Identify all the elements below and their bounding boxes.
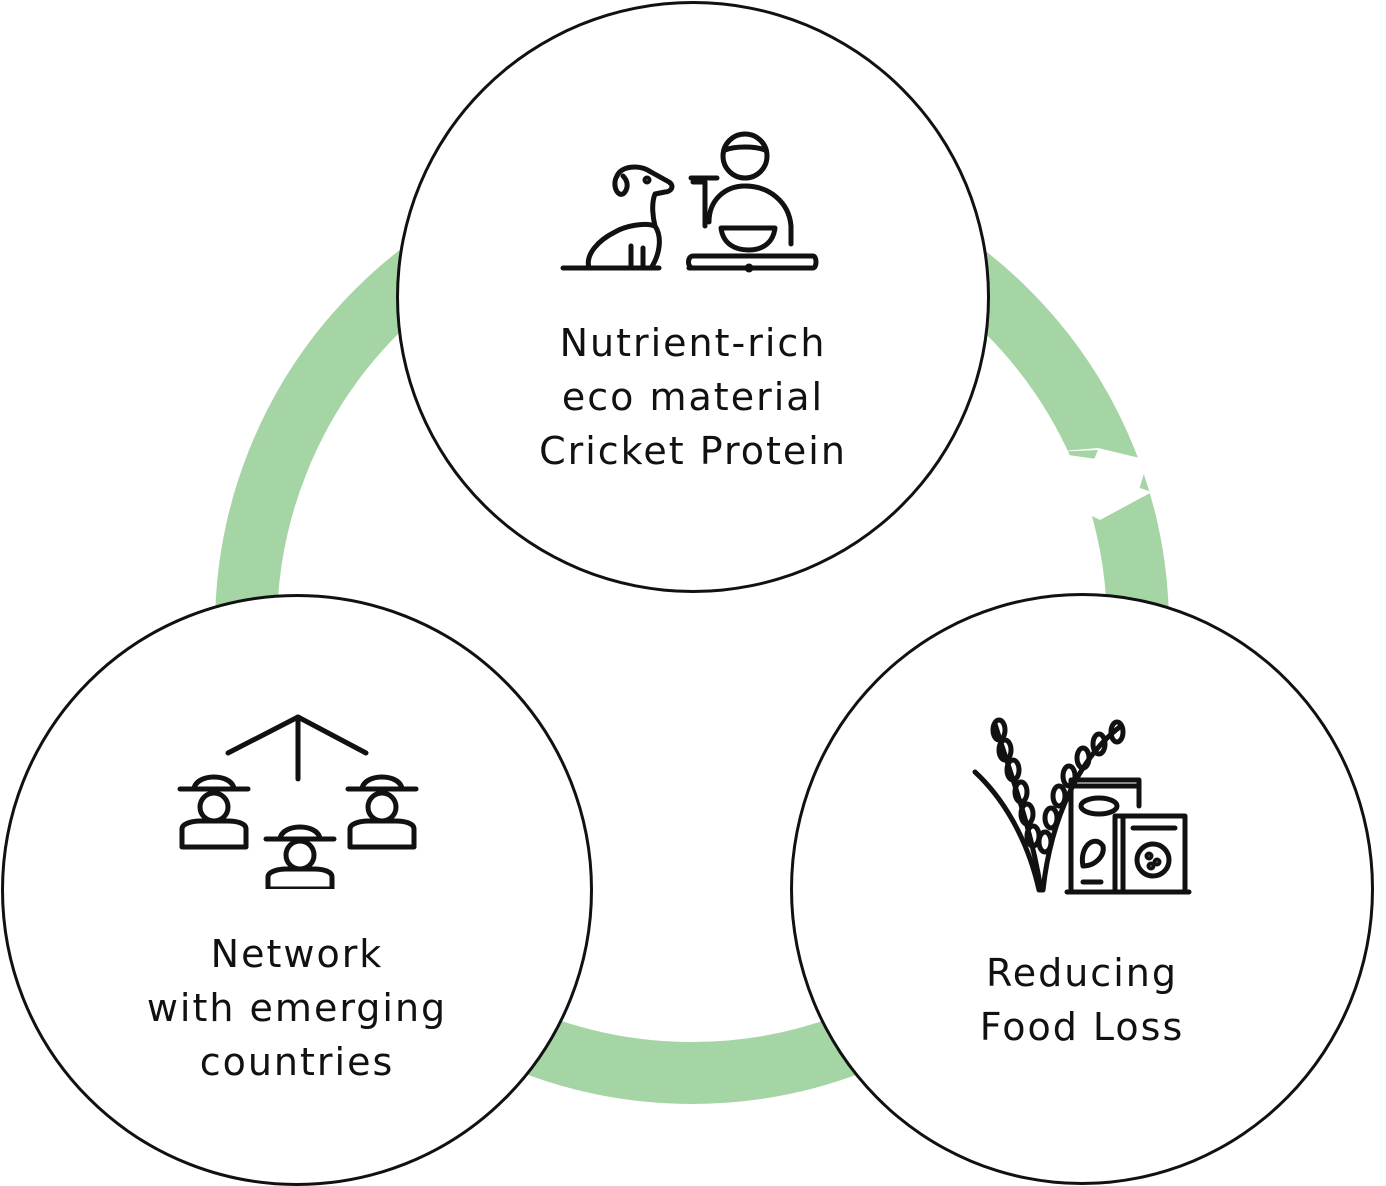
label-line: Reducing xyxy=(986,951,1178,995)
node-food-loss-label: Reducing Food Loss xyxy=(793,946,1371,1054)
label-line: eco material xyxy=(561,375,825,419)
rice-and-food-packages-icon xyxy=(972,717,1192,895)
node-cricket-protein: Nutrient-rich eco material Cricket Prote… xyxy=(396,1,990,593)
label-line: Nutrient-rich xyxy=(559,321,827,365)
label-line: with emerging xyxy=(146,986,448,1030)
node-cricket-protein-label: Nutrient-rich eco material Cricket Prote… xyxy=(399,316,987,478)
farmer-network-icon xyxy=(177,714,419,889)
node-network-label: Network with emerging countries xyxy=(4,927,590,1089)
label-line: Food Loss xyxy=(979,1005,1185,1049)
node-food-loss: Reducing Food Loss xyxy=(790,593,1374,1185)
label-line: countries xyxy=(199,1040,395,1084)
node-network: Network with emerging countries xyxy=(1,594,593,1186)
label-line: Network xyxy=(210,932,384,976)
label-line: Cricket Protein xyxy=(539,429,847,473)
pet-owner-feeding-icon xyxy=(560,131,819,273)
